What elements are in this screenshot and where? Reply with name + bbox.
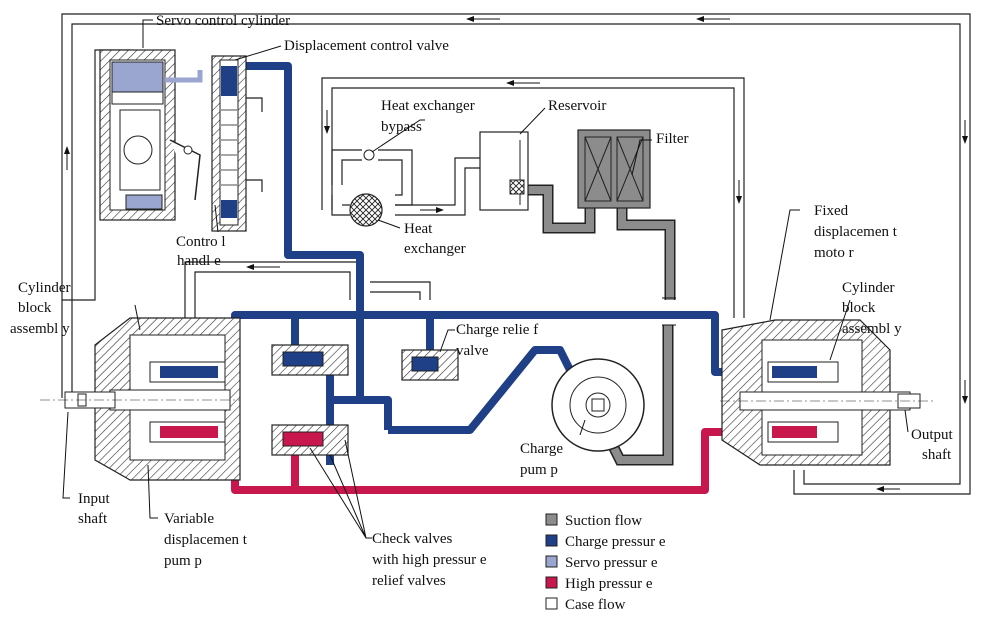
label-cylinder-block-right-2: block — [842, 300, 876, 316]
legend-swatch — [545, 597, 558, 610]
legend-item-case: Case flow — [545, 597, 626, 613]
legend-swatch — [545, 534, 558, 547]
legend-label: Charge pressur e — [565, 534, 666, 550]
label-heat-exchanger-bypass-1: Heat exchanger — [381, 98, 475, 114]
label-check-valves-2: with high pressur e — [372, 552, 487, 568]
label-charge-pump-1: Charge — [520, 441, 563, 457]
label-reservoir: Reservoir — [548, 98, 606, 114]
label-servo-control-cylinder: Servo control cylinder — [156, 13, 290, 29]
legend-swatch — [545, 513, 558, 526]
charge-pump — [551, 358, 645, 452]
variable-displacement-pump — [40, 317, 241, 481]
label-control-handle-2: handl e — [177, 253, 221, 269]
suction-lines — [528, 184, 676, 466]
legend-label: Servo pressur e — [565, 555, 658, 571]
leader-lines — [62, 19, 909, 539]
charge-relief-valve — [401, 349, 459, 381]
label-input-shaft-2: shaft — [78, 511, 108, 527]
legend-label: Case flow — [565, 597, 626, 613]
label-cylinder-block-left-3: assembl y — [10, 321, 70, 337]
legend-swatch — [545, 576, 558, 589]
legend: Suction flow Charge pressur e Servo pres… — [545, 513, 666, 613]
filter — [577, 129, 651, 209]
label-output-shaft-2: shaft — [922, 447, 952, 463]
fixed-displacement-motor — [720, 319, 935, 466]
label-fixed-motor-2: displacemen t — [814, 224, 898, 240]
label-cylinder-block-left-1: Cylinder — [18, 280, 71, 296]
case-flow-lines — [61, 13, 971, 495]
legend-item-suction: Suction flow — [545, 513, 642, 529]
label-heat-exchanger-2: exchanger — [404, 241, 466, 257]
label-check-valves-1: Check valves — [372, 531, 453, 547]
label-charge-pump-2: pum p — [520, 462, 558, 478]
label-cylinder-block-right-3: assembl y — [842, 321, 902, 337]
heat-exchanger — [349, 149, 383, 227]
label-variable-pump-2: displacemen t — [164, 532, 248, 548]
label-cylinder-block-left-2: block — [18, 300, 52, 316]
label-charge-relief-2: valve — [456, 343, 489, 359]
label-heat-exchanger-1: Heat — [404, 221, 433, 237]
component-labels: Servo control cylinder Displacement cont… — [10, 13, 954, 589]
check-valve-upper — [271, 344, 349, 376]
legend-swatch — [545, 555, 558, 568]
legend-item-charge: Charge pressur e — [545, 534, 666, 550]
legend-item-servo: Servo pressur e — [545, 555, 658, 571]
label-cylinder-block-right-1: Cylinder — [842, 280, 895, 296]
label-charge-relief-1: Charge relie f — [456, 322, 538, 338]
label-output-shaft-1: Output — [911, 427, 954, 443]
label-fixed-motor-3: moto r — [814, 245, 854, 261]
reservoir — [479, 131, 529, 211]
servo-control-cylinder — [99, 49, 203, 221]
label-check-valves-3: relief valves — [372, 573, 446, 589]
flow-arrows — [64, 16, 968, 492]
label-heat-exchanger-bypass-2: bypass — [381, 119, 422, 135]
legend-label: Suction flow — [565, 513, 642, 529]
label-filter: Filter — [656, 131, 689, 147]
label-variable-pump-3: pum p — [164, 553, 202, 569]
label-fixed-motor-1: Fixed — [814, 203, 849, 219]
label-input-shaft-1: Input — [78, 491, 110, 507]
label-control-handle-1: Contro l — [176, 234, 226, 250]
legend-label: High pressur e — [565, 576, 653, 592]
label-displacement-control-valve: Displacement control valve — [284, 38, 449, 54]
displacement-control-valve — [211, 55, 247, 232]
check-valve-lower — [271, 424, 349, 456]
legend-item-high: High pressur e — [545, 576, 653, 592]
label-variable-pump-1: Variable — [164, 511, 214, 527]
